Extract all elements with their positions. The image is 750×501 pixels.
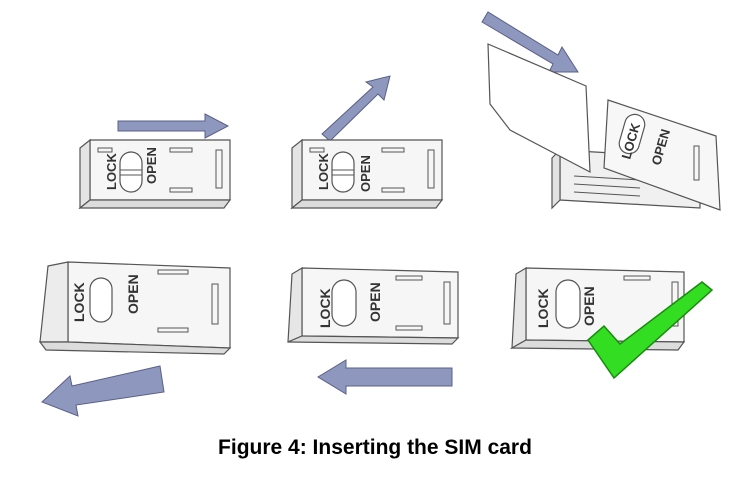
step-3: LOCK OPEN — [481, 11, 721, 211]
step-6: LOCK OPEN — [509, 266, 714, 380]
open-label: OPEN — [125, 274, 141, 314]
step-2: LOCK OPEN — [291, 75, 443, 209]
arrow-right-icon — [117, 113, 230, 139]
figure-caption: Figure 4: Inserting the SIM card — [218, 436, 532, 459]
sim-tray-lid-open: LOCK OPEN — [603, 99, 721, 211]
lock-label: LOCK — [317, 288, 333, 328]
sim-tray-locked: LOCK OPEN — [79, 139, 231, 209]
arrow-down-right-icon — [481, 11, 579, 73]
checkmark-icon — [587, 281, 714, 380]
step-4: LOCK OPEN — [38, 261, 232, 417]
open-label: OPEN — [581, 286, 597, 326]
step-1: LOCK OPEN — [79, 113, 231, 209]
arrow-left-icon — [317, 359, 453, 395]
arrow-down-left-icon — [41, 365, 165, 417]
arrow-up-right-icon — [321, 75, 391, 142]
sim-tray-closed: LOCK OPEN — [287, 266, 460, 345]
sim-card — [487, 43, 591, 174]
lock-label: LOCK — [316, 153, 331, 190]
lock-label: LOCK — [71, 282, 87, 322]
open-label: OPEN — [367, 282, 383, 322]
open-label: OPEN — [144, 147, 159, 184]
lock-label: LOCK — [535, 288, 551, 328]
lock-label: LOCK — [104, 153, 119, 190]
sim-tray-card-in-lid: LOCK OPEN — [38, 261, 232, 355]
sim-tray-unlocked: LOCK OPEN — [291, 139, 443, 209]
step-5: LOCK OPEN — [287, 266, 460, 395]
open-label: OPEN — [358, 155, 373, 192]
